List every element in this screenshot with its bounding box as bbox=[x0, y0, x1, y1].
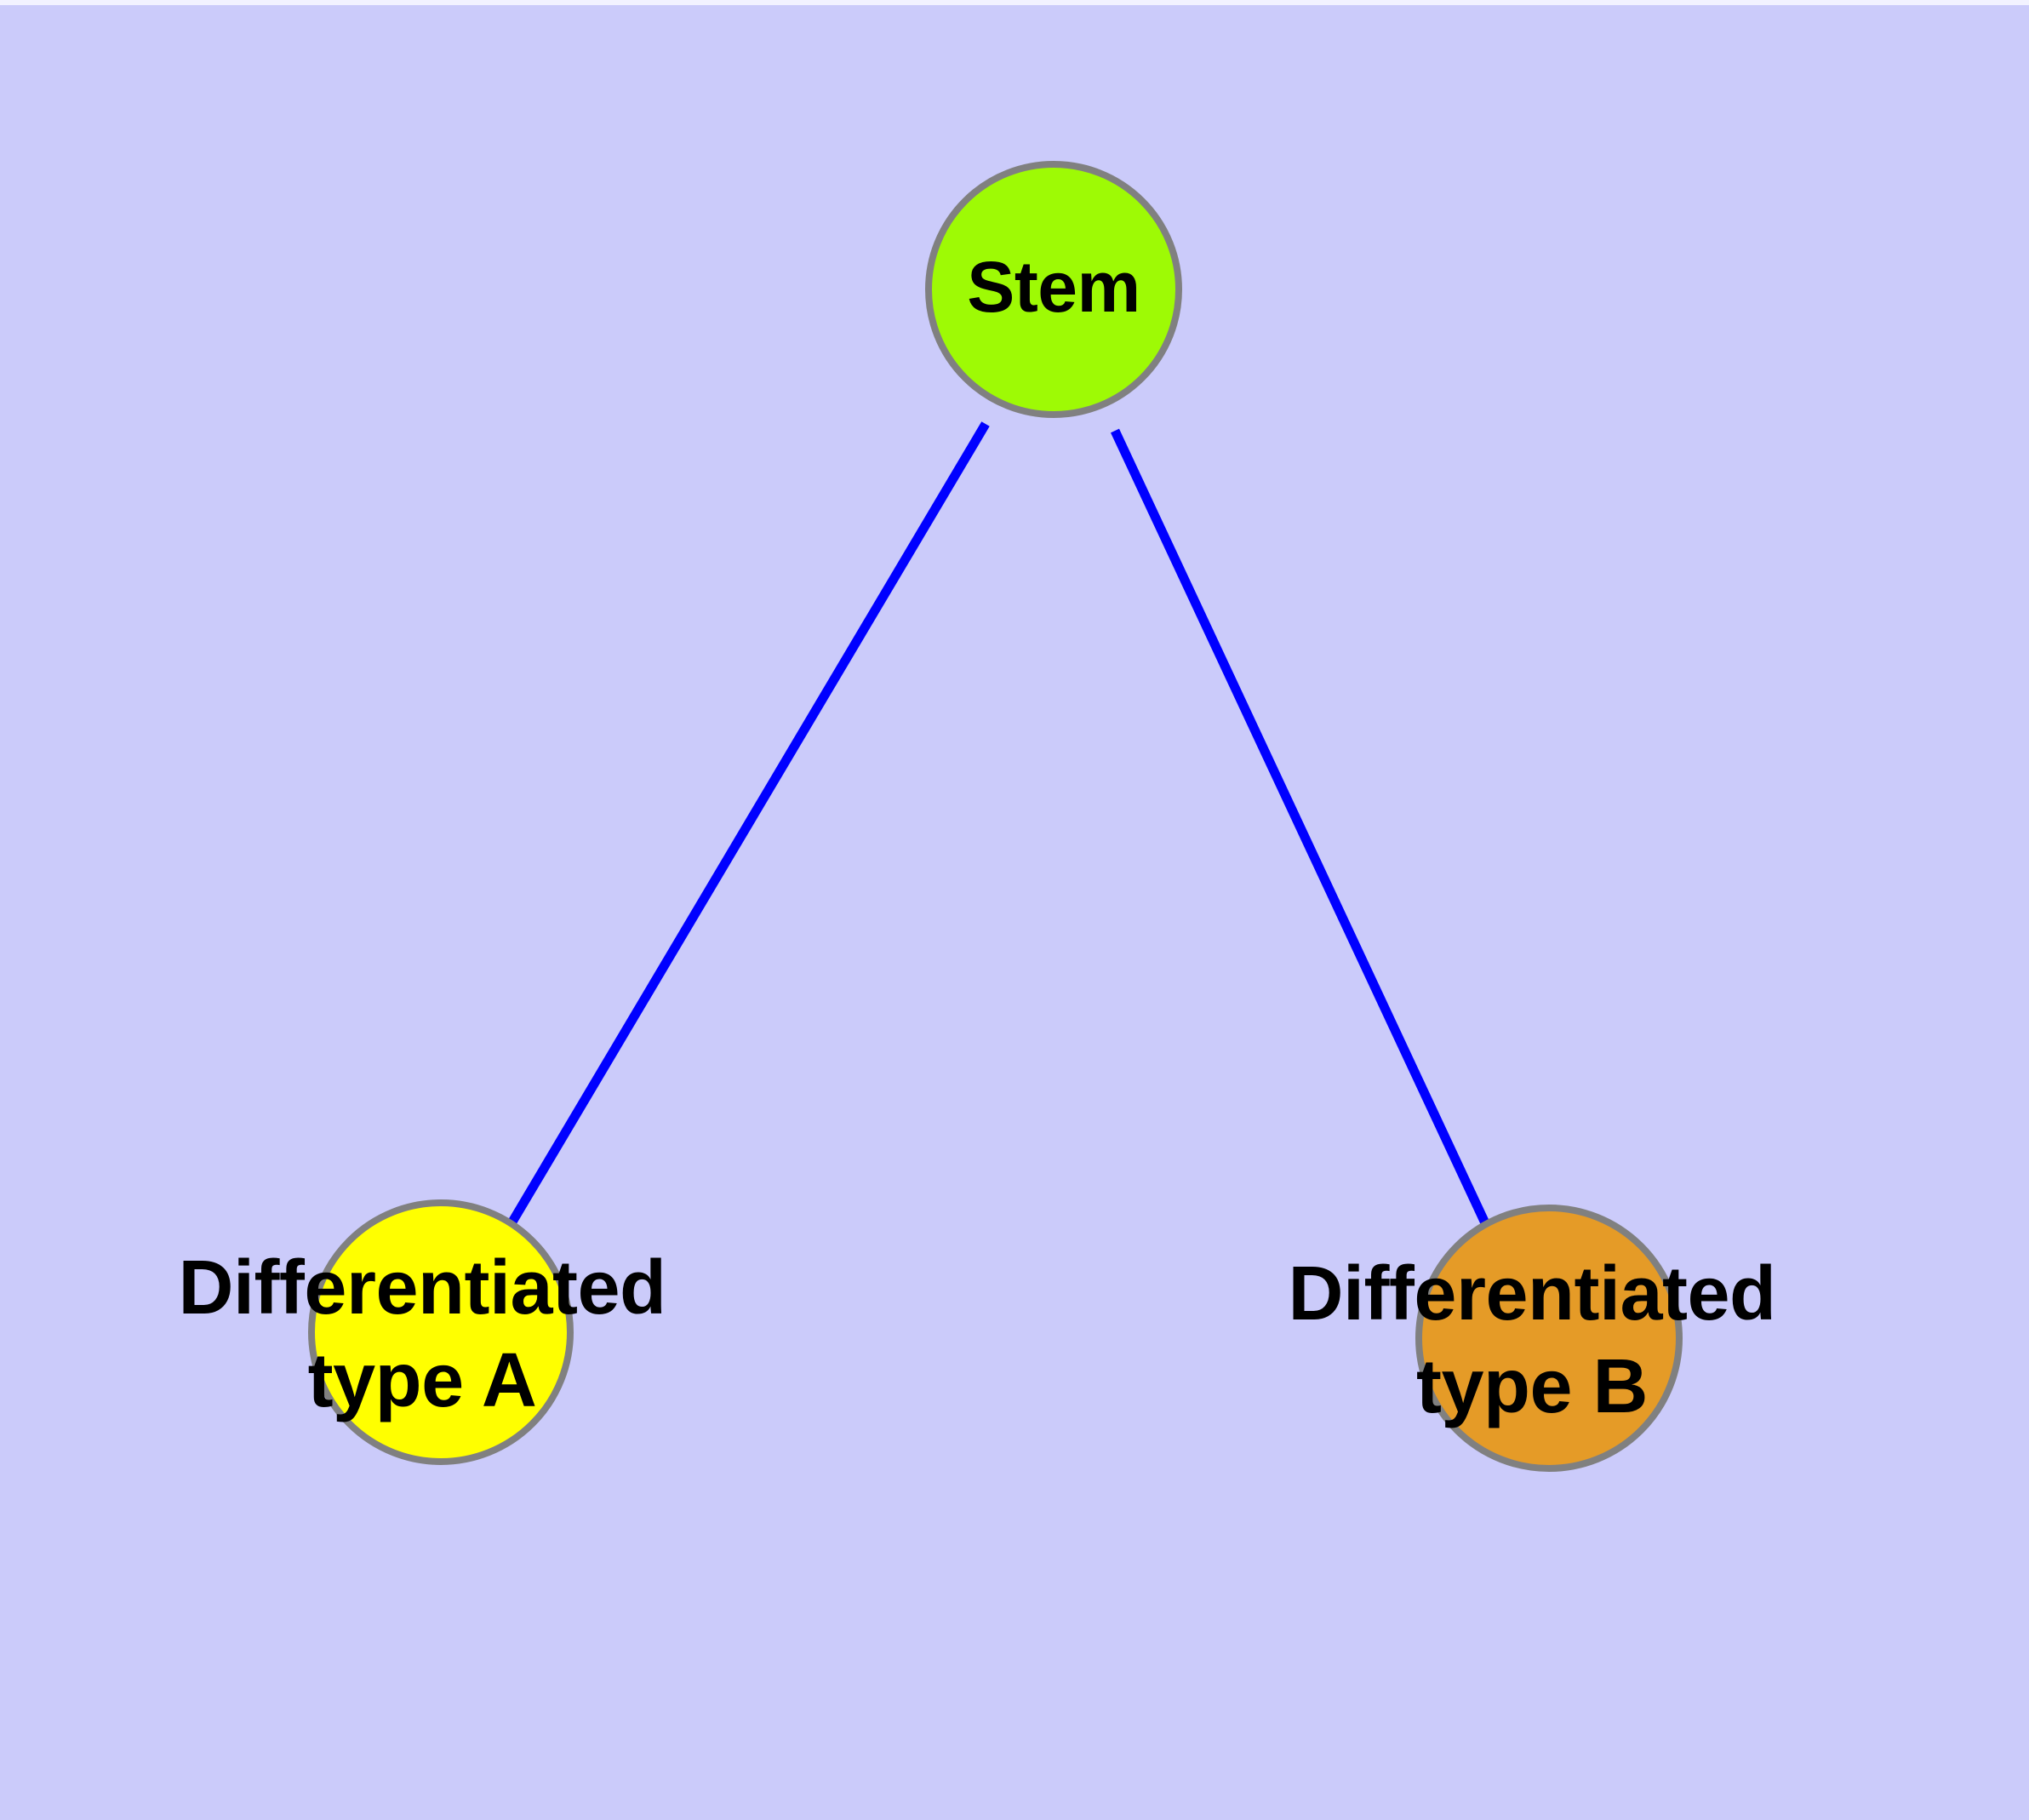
edge-stem-to-diff-b[interactable] bbox=[1111, 428, 1491, 1229]
edge-stem-to-diff-a[interactable] bbox=[507, 421, 990, 1226]
canvas-top-edge-strip bbox=[0, 0, 2029, 5]
node-diff-b-circle[interactable] bbox=[1415, 1205, 1683, 1472]
node-stem-circle[interactable] bbox=[925, 161, 1182, 418]
node-diff-a-circle[interactable] bbox=[308, 1199, 574, 1465]
node-layer bbox=[308, 161, 1683, 1472]
edge-layer bbox=[507, 421, 1491, 1229]
